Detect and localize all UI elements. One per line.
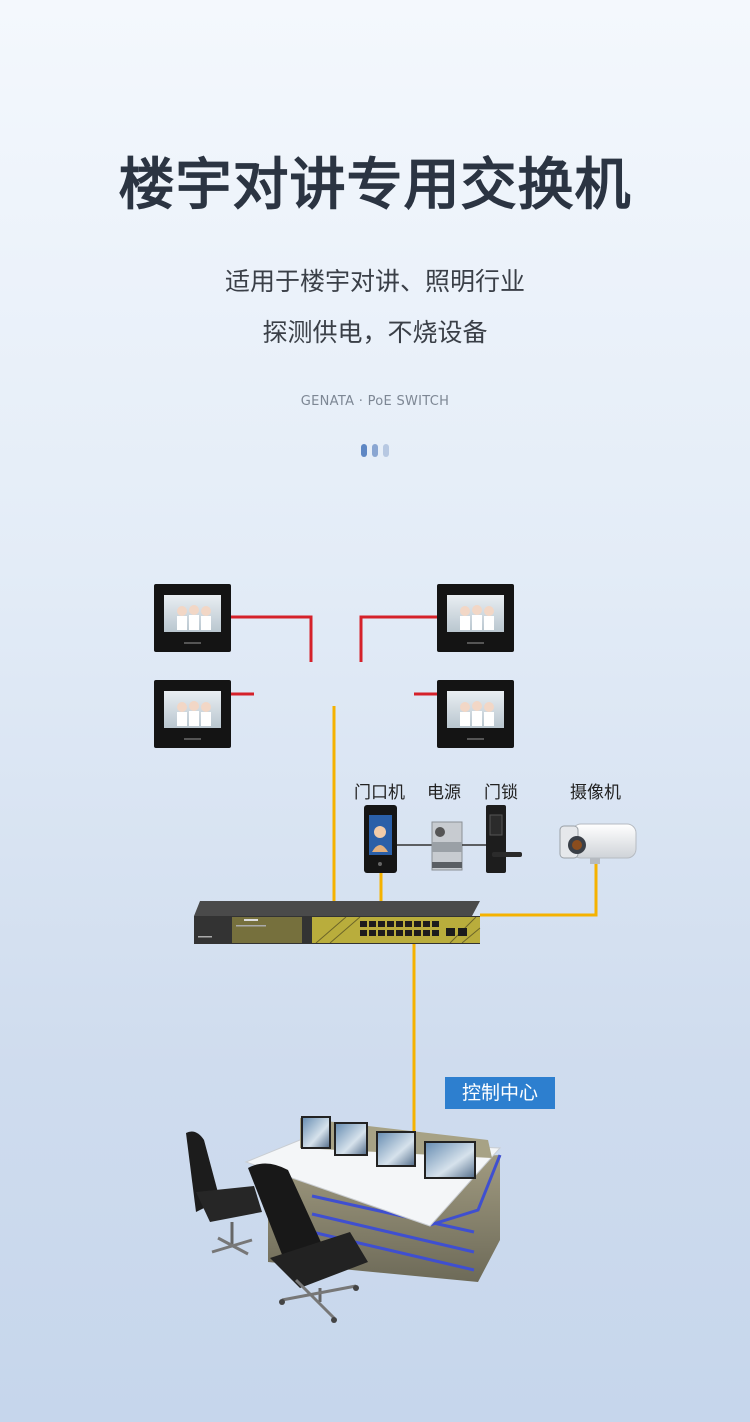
page-title: 楼宇对讲专用交换机 — [118, 153, 632, 218]
subtitle-line-1: 适用于楼宇对讲、照明行业 — [224, 267, 525, 296]
label-power: 电源 — [427, 783, 461, 803]
indicator-dot-1 — [361, 444, 367, 457]
label-door-lock: 门锁 — [484, 783, 518, 803]
door-lock-device — [486, 805, 522, 873]
page-indicator-dots — [361, 444, 391, 457]
bullet-camera-device — [559, 823, 637, 864]
office-chair-left — [186, 1131, 262, 1256]
label-door-unit: 门口机 — [354, 783, 405, 803]
label-camera: 摄像机 — [570, 783, 621, 803]
brand-line: GENATA · PoE SWITCH — [300, 394, 450, 409]
indicator-dot-3 — [383, 444, 389, 457]
subtitle-line-2: 探测供电，不烧设备 — [262, 318, 488, 347]
office-chair-front — [248, 1163, 368, 1323]
control-desk — [244, 1116, 502, 1282]
desk-monitors — [301, 1116, 476, 1179]
indoor-monitor-top-left — [154, 584, 231, 652]
yellow-cables — [332, 706, 598, 1142]
control-center-label: 控制中心 — [445, 1077, 555, 1109]
indoor-monitor-bottom-right — [437, 680, 514, 748]
indicator-dot-2 — [372, 444, 378, 457]
door-station-device — [364, 805, 397, 873]
indoor-monitor-top-right — [437, 584, 514, 652]
red-cables — [231, 615, 437, 696]
power-supply-device — [431, 821, 463, 871]
poe-switch-device — [194, 901, 481, 944]
indoor-monitor-bottom-left — [154, 680, 231, 748]
